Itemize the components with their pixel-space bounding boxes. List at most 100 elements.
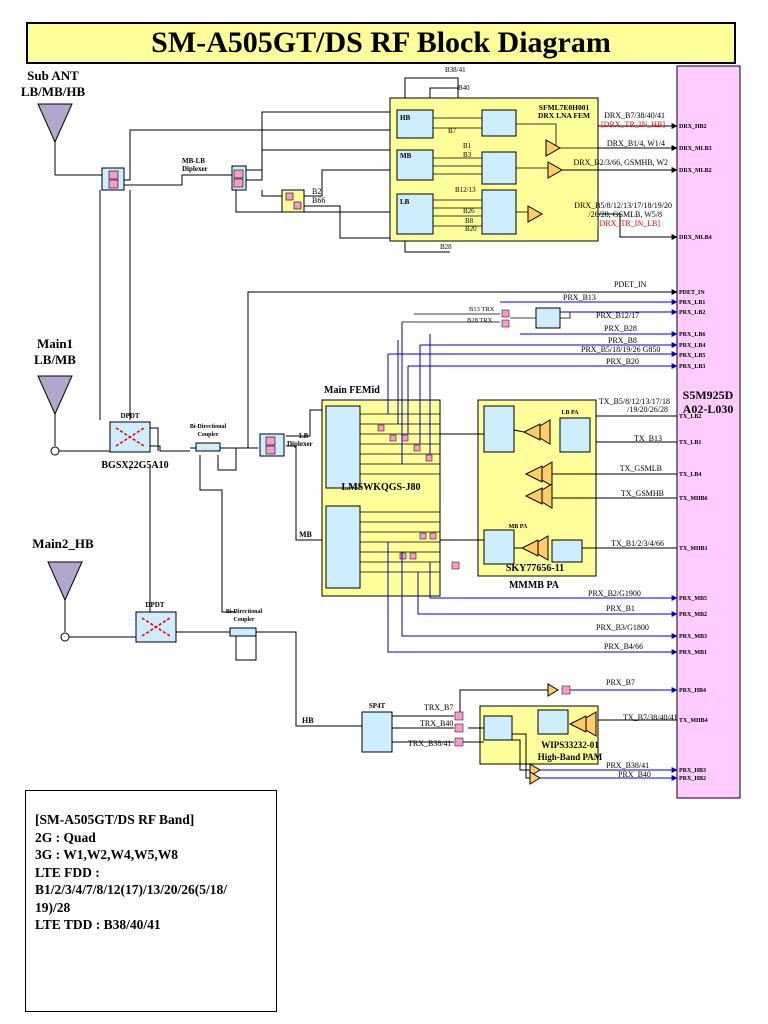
- page-title: SM-A505GT/DS RF Block Diagram: [151, 26, 611, 59]
- drx-output-lines: [562, 123, 678, 240]
- wips-name: High-Band PAM: [538, 752, 603, 762]
- pin-tx-mhb1: TX_MHB1: [679, 546, 708, 552]
- antenna-icon: [37, 375, 73, 416]
- prx-b28-signal: PRX_B28: [604, 324, 637, 333]
- mb-pa-out-switch: [551, 539, 583, 563]
- pin-prx-lb6: PRX_LB6: [679, 332, 705, 338]
- band-b12-13: B12/13: [455, 186, 476, 194]
- drx-mb-sp3t: [481, 151, 517, 185]
- mb-pa-amp-2: [520, 539, 539, 557]
- pin-prx-mb2: PRX_MB2: [679, 612, 707, 618]
- lb-diplexer-label-2: Diplexer: [287, 440, 313, 448]
- mb-pa-switch: [483, 529, 515, 565]
- sp4t-switch: [361, 711, 393, 753]
- drx-lb-sp7t: [481, 189, 517, 235]
- mb-lb-diplexer-label-2: Diplexer: [182, 165, 208, 173]
- prx-b3-signal: PRX_B3/G1800: [596, 623, 649, 632]
- tx-gsmlb-signal: TX_GSMLB: [620, 464, 662, 473]
- band-info-lte-fdd-bands: B1/2/3/4/7/8/12(17)/13/20/26(5/18/: [35, 882, 227, 897]
- sp4t-label: SP4T: [369, 702, 386, 710]
- main1-ant-bands: LB/MB: [34, 352, 76, 367]
- gsmlb-amp-2: [524, 465, 543, 483]
- pin-pdet-in: PDET_IN: [679, 290, 705, 296]
- sub-ant-label: Sub ANT: [27, 68, 79, 83]
- prx-b40-lna: [529, 771, 541, 785]
- pin-prx-lb3: PRX_LB3: [679, 364, 705, 370]
- pin-tx-mhb6: TX_MHB6: [679, 496, 708, 502]
- prx-b2-signal: PRX_B2/G1900: [588, 589, 641, 598]
- femid-lb-switch: [325, 405, 361, 489]
- band-info-3g: 3G : W1,W2,W4,W5,W8: [35, 847, 179, 862]
- pin-drx-mlb3: DRX_MLB3: [679, 146, 712, 152]
- antenna-icon: [37, 103, 73, 144]
- prx-b7-lna: [547, 683, 559, 697]
- prx-b5-signal: PRX_B5/18/19/26 G850: [581, 345, 660, 354]
- pin-prx-lb1: PRX_LB1: [679, 300, 705, 306]
- band-b2: B2: [312, 187, 321, 196]
- band-trx-b38-41: TRX_B38/41: [408, 739, 452, 748]
- band-trx-b40: TRX_B40: [420, 719, 453, 728]
- mmmb-label: MMMB PA: [509, 580, 560, 591]
- pin-prx-lb2: PRX_LB2: [679, 310, 705, 316]
- wips-switch-1: [483, 715, 513, 741]
- pin-drx-mlb2: DRX_MLB2: [679, 168, 712, 174]
- tx-gsmhb-signal: TX_GSMHB: [621, 489, 664, 498]
- band-b38-41: B38/41: [445, 66, 466, 74]
- lb-pa-out-switch: [559, 417, 591, 453]
- band-trx-b7: TRX_B7: [424, 703, 453, 712]
- prx-b4-signal: PRX_B4/66: [604, 642, 643, 651]
- pin-drx-hb2: DRX_HB2: [679, 124, 707, 130]
- drx-lna-hb: [545, 139, 562, 157]
- band-b3: B3: [463, 151, 472, 159]
- coupler-1-label: Bi-Directional: [190, 424, 227, 430]
- femid-mb-switch: [325, 505, 361, 589]
- wips-part: WIPS33232-01: [541, 740, 599, 750]
- mb-path-label: MB: [299, 530, 313, 539]
- mb-switch-label: MB: [400, 152, 412, 160]
- drx-mb-switch: [396, 149, 434, 181]
- band-b28: B28: [440, 243, 452, 251]
- lb-pa-amp-2: [522, 423, 541, 441]
- prx-lb-lines: [387, 299, 678, 464]
- bi-directional-coupler-2: [229, 627, 257, 637]
- wips-switch-2: [537, 709, 569, 735]
- band-b13-trx: B13 TRX: [469, 306, 495, 313]
- band-info-lte-fdd: LTE FDD :: [35, 864, 100, 880]
- rf-band-info: [SM-A505GT/DS RF Band] 2G : Quad 3G : W1…: [25, 790, 277, 1012]
- dpdt-1-label: DPDT: [120, 412, 139, 420]
- band-b26: B26: [463, 207, 475, 215]
- tx-lines: [440, 415, 677, 549]
- drx-mlb2-signal: DRX_B2/3/66, GSMHB, W2: [573, 158, 668, 167]
- band-b7: B7: [448, 127, 457, 135]
- tx-lb-signal-2: /19/20/26/28: [627, 405, 668, 414]
- drx-lb-switch: [396, 193, 434, 235]
- drx-hb-signal: DRX_B7/38/40/41: [604, 111, 665, 120]
- pin-prx-mb3: PRX_MB3: [679, 634, 707, 640]
- pin-prx-mb5: PRX_MB5: [679, 596, 707, 602]
- pdet-signal: PDET_IN: [614, 280, 647, 289]
- band-b28-trx: B28 TRX: [467, 317, 493, 324]
- main1-wiring: [59, 289, 678, 613]
- dpdt-2-label: DPDT: [145, 601, 164, 609]
- band-info-lte-tdd: LTE TDD : B38/40/41: [35, 917, 161, 932]
- drx-fem-name: DRX LNA FEM: [538, 111, 590, 120]
- coupler-2-label-2: Coupler: [234, 617, 255, 623]
- sub-ant-bands: LB/MB/HB: [21, 84, 86, 99]
- prx-hb-lines: [540, 687, 678, 781]
- pin-prx-lb4: PRX_LB4: [679, 343, 705, 349]
- band-b40: B40: [458, 84, 470, 92]
- hb-path-label: HB: [302, 716, 314, 725]
- transceiver-name-2: A02-L030: [683, 402, 734, 416]
- band-info-heading: [SM-A505GT/DS RF Band]: [35, 812, 195, 827]
- bi-directional-coupler-1: [195, 442, 221, 452]
- pin-tx-lb1: TX_LB1: [679, 440, 701, 446]
- band-b20: B20: [465, 225, 477, 233]
- tx-lb-signal-1: TX_B5/8/12/13/17/18: [599, 397, 670, 406]
- lb-pa-label: LB PA: [561, 410, 579, 416]
- prx-b13-signal: PRX_B13: [563, 293, 596, 302]
- antenna-icon: [47, 561, 83, 602]
- prx-b7-signal: PRX_B7: [606, 678, 635, 687]
- prx-b1-signal: PRX_B1: [606, 604, 635, 613]
- mb-pa-label: MB PA: [509, 524, 528, 530]
